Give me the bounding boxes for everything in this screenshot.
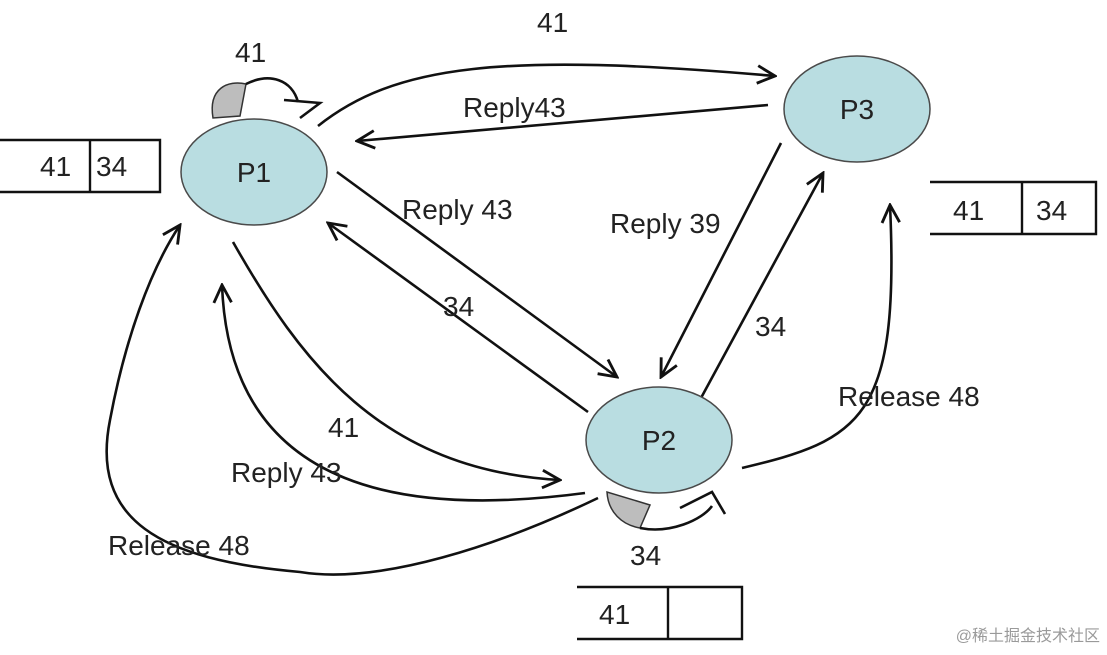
label-self-loop-p1: 41 <box>235 37 266 68</box>
queue-p2-slot-1: 41 <box>599 599 630 630</box>
label-p3-to-p1-reply: Reply43 <box>463 92 566 123</box>
label-self-loop-p2: 34 <box>630 540 661 571</box>
edge-p2-to-p3 <box>699 173 823 399</box>
label-p1-to-p2-reply: Reply 43 <box>402 194 513 225</box>
queue-p1-slot-1: 41 <box>40 151 71 182</box>
queue-p3-slot-1: 41 <box>953 195 984 226</box>
label-p2-to-p1-reply: Reply 43 <box>231 457 342 488</box>
edge-p1-to-p2-request <box>231 241 560 480</box>
edge-p1-to-p2-reply <box>336 170 617 377</box>
queue-p1-slot-2: 34 <box>96 151 127 182</box>
node-p3: P3 <box>783 55 931 163</box>
edge-p2-to-p3-release <box>741 205 891 470</box>
label-p2-to-p3-release: Release 48 <box>838 381 980 412</box>
label-p2-to-p1: 34 <box>443 291 474 322</box>
edge-p2-to-p1-release <box>105 225 599 576</box>
label-p3-to-p2-reply: Reply 39 <box>610 208 721 239</box>
label-p1-to-p2-request: 41 <box>328 412 359 443</box>
node-p1: P1 <box>180 118 328 226</box>
queue-p2: 41 <box>577 585 744 641</box>
label-p1-to-p3: 41 <box>537 7 568 38</box>
node-p2: P2 <box>585 386 733 494</box>
queue-p3: 41 34 <box>930 180 1098 236</box>
edge-p1-to-p3 <box>317 63 775 128</box>
node-p3-label: P3 <box>840 94 874 125</box>
edge-p2-to-p1 <box>328 223 589 414</box>
queue-p3-slot-2: 34 <box>1036 195 1067 226</box>
edge-p3-to-p2-reply <box>661 142 783 377</box>
edge-p3-to-p1-reply <box>357 103 769 141</box>
queue-p1: 41 34 <box>0 138 162 194</box>
self-loop-p2 <box>606 490 727 531</box>
node-p2-label: P2 <box>642 425 676 456</box>
label-p2-to-p1-release: Release 48 <box>108 530 250 561</box>
watermark: @稀土掘金技术社区 <box>956 627 1100 645</box>
label-p2-to-p3: 34 <box>755 311 786 342</box>
self-loop-p1 <box>211 77 324 120</box>
edge-p2-to-p1-reply <box>222 285 586 502</box>
node-p1-label: P1 <box>237 157 271 188</box>
